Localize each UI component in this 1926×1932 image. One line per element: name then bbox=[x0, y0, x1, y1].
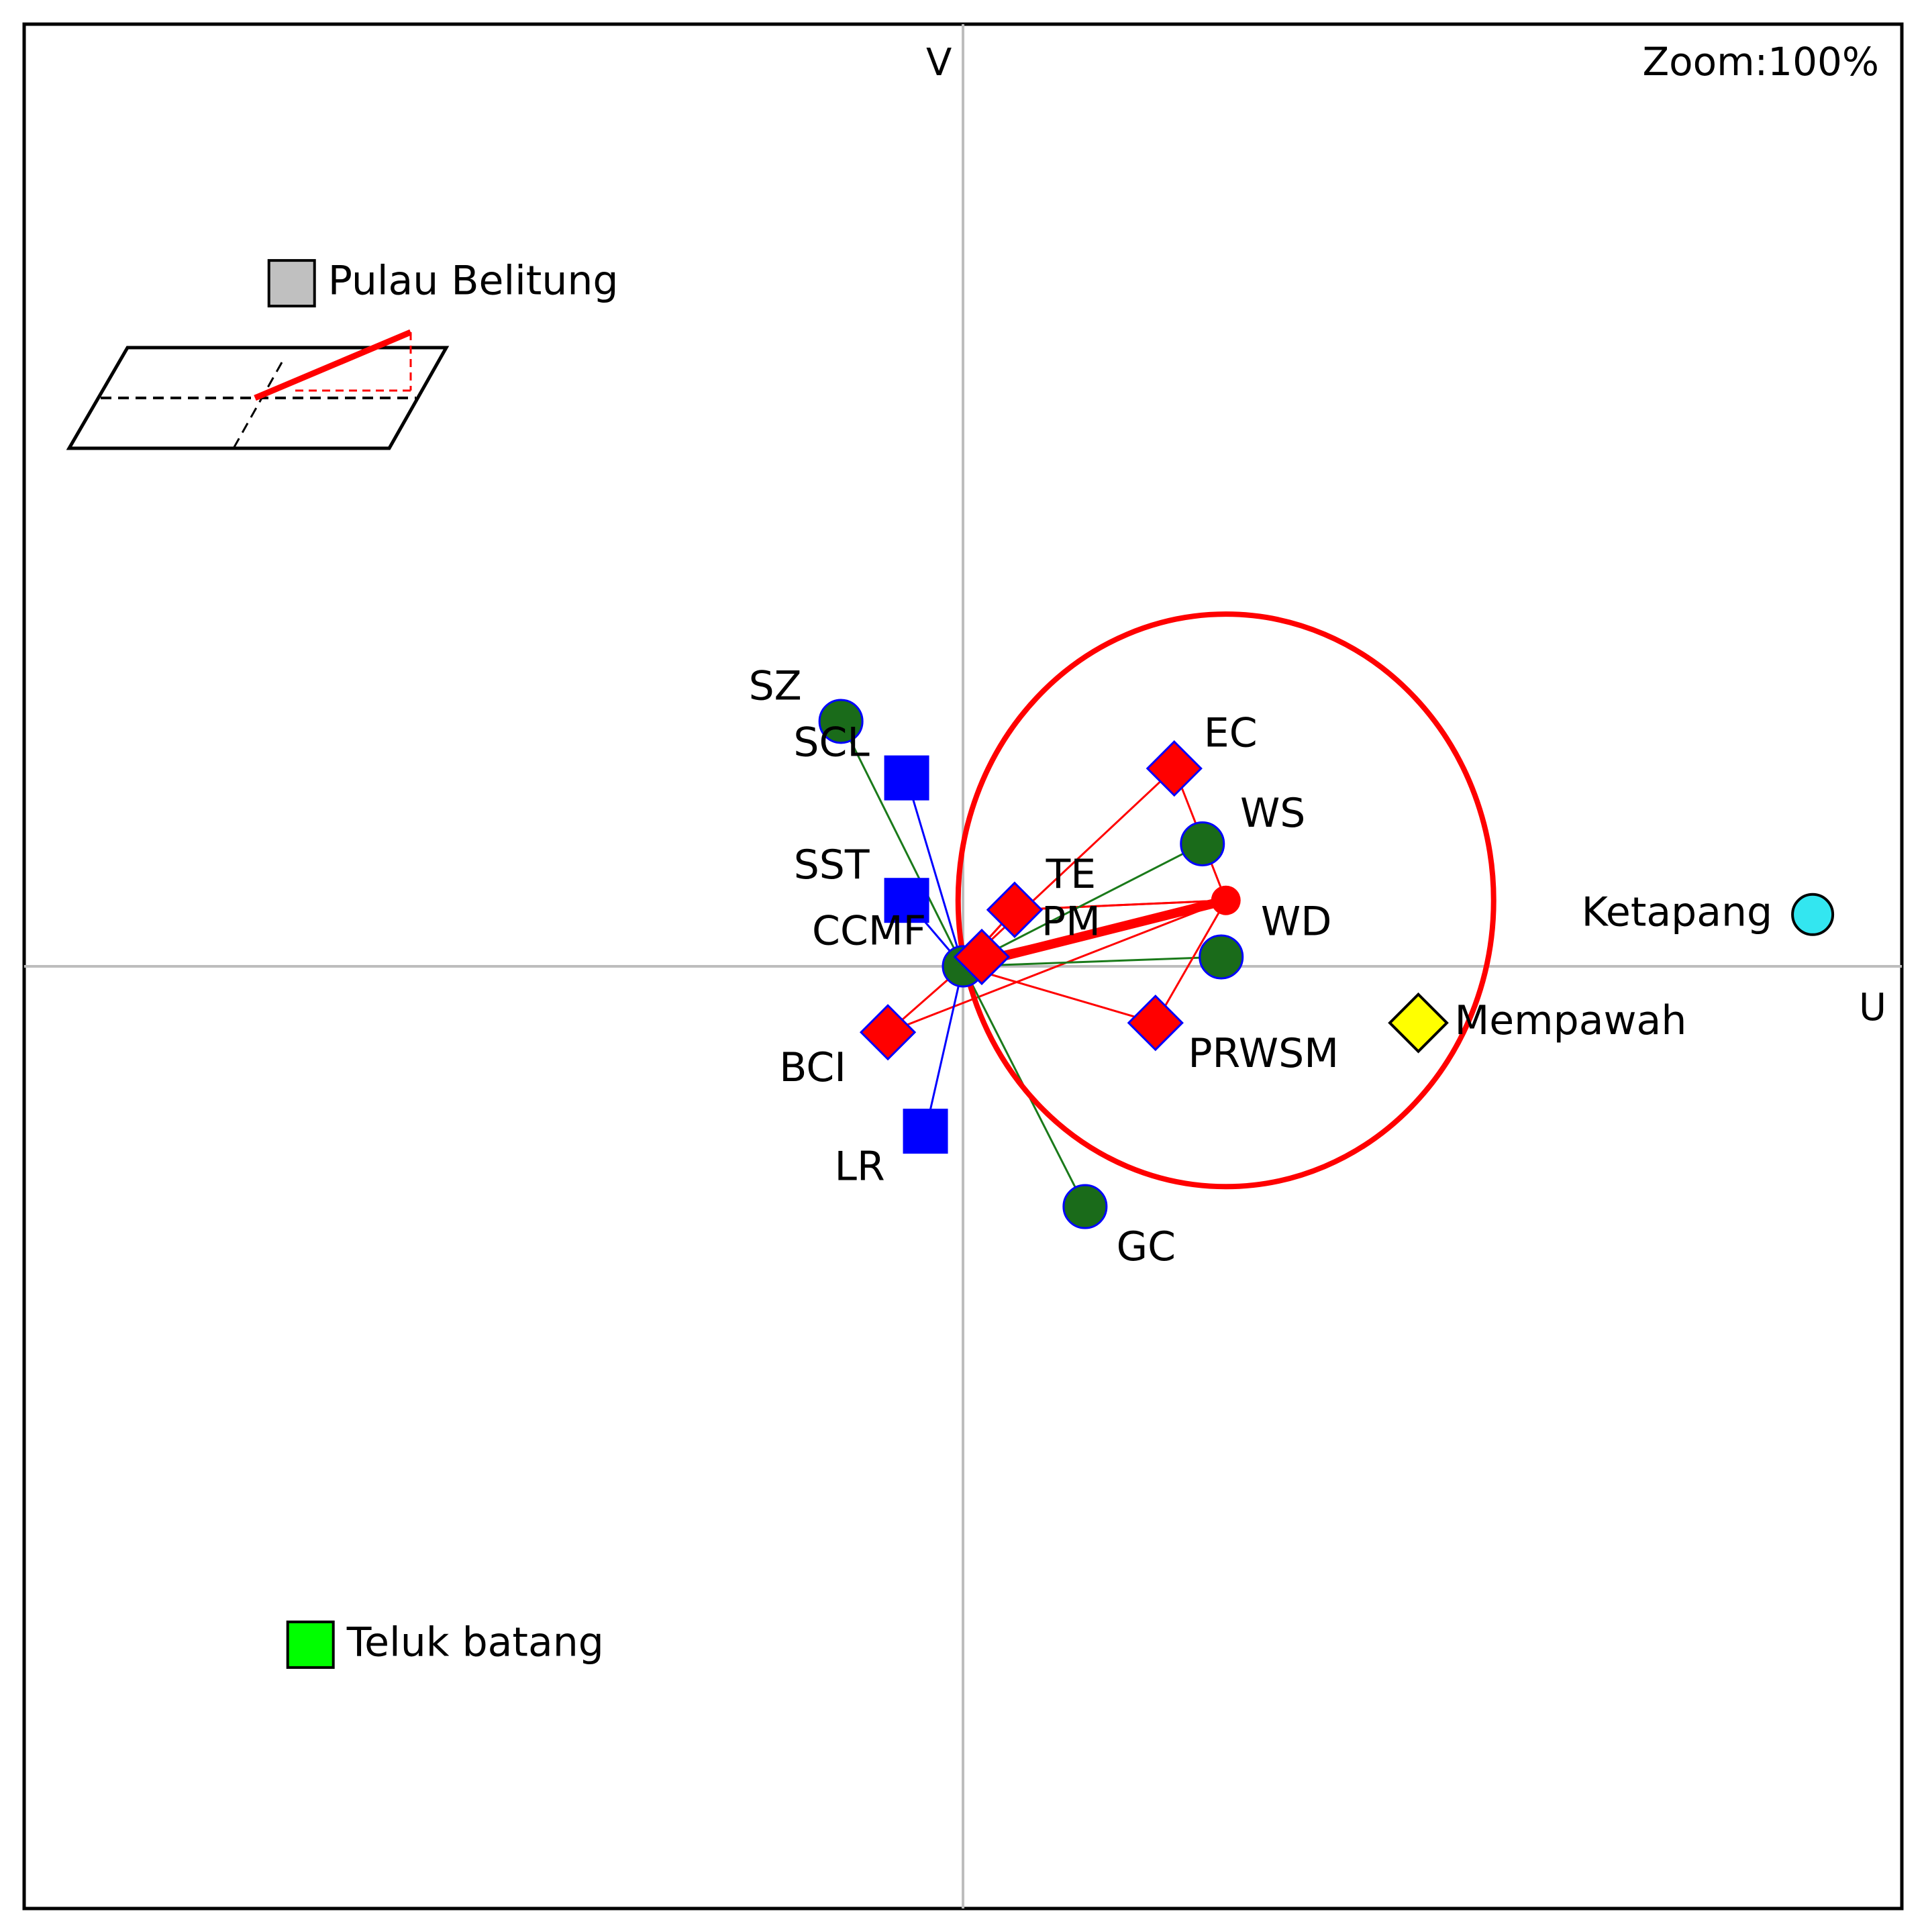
points-layer bbox=[818, 699, 1244, 1229]
label-prwsm: PRWSM bbox=[1188, 1030, 1339, 1077]
label-lr: LR bbox=[835, 1143, 885, 1190]
variable-ellipse bbox=[955, 611, 1497, 1190]
label-pm: PM bbox=[1042, 898, 1101, 945]
link-sz bbox=[840, 721, 964, 967]
axis-u-label: U bbox=[1859, 986, 1886, 1029]
point-scl[interactable] bbox=[884, 755, 929, 801]
view-orientation-widget[interactable] bbox=[66, 329, 450, 450]
point-sst[interactable] bbox=[884, 878, 929, 923]
axis-v-label: V bbox=[926, 41, 952, 85]
link-ws bbox=[962, 843, 1203, 968]
label-scl: SCL bbox=[793, 719, 870, 766]
point-ws[interactable] bbox=[1180, 821, 1225, 866]
group-label-teluk-batang: Teluk batang bbox=[346, 1619, 604, 1666]
point-lr[interactable] bbox=[903, 1109, 948, 1154]
group-label-ketapang: Ketapang bbox=[1582, 888, 1773, 935]
group-marker-teluk-batang[interactable] bbox=[286, 1620, 335, 1669]
label-ws: WS bbox=[1240, 790, 1305, 837]
point-ccmf[interactable] bbox=[953, 928, 1011, 986]
point-wd[interactable] bbox=[1199, 934, 1244, 980]
point-sz[interactable] bbox=[818, 699, 864, 744]
zoom-readout: Zoom:100% bbox=[1642, 39, 1879, 85]
label-ccmf: CCMF bbox=[812, 907, 926, 954]
point-prwsm[interactable] bbox=[1127, 995, 1184, 1052]
link-ec bbox=[962, 768, 1175, 968]
label-te: TE bbox=[1046, 851, 1097, 898]
ellipse-link-pm bbox=[1014, 899, 1226, 911]
link-lr bbox=[924, 966, 964, 1132]
ellipse-link-prwsm bbox=[1154, 899, 1227, 1023]
point-bci[interactable] bbox=[859, 1004, 917, 1061]
group-label-pulau-belitung: Pulau Belitung bbox=[328, 258, 619, 305]
link-prwsm bbox=[962, 965, 1156, 1024]
label-bci: BCI bbox=[779, 1044, 846, 1091]
point-pm[interactable] bbox=[986, 881, 1044, 938]
point-gc[interactable] bbox=[1062, 1184, 1108, 1229]
group-marker-pulau-belitung[interactable] bbox=[267, 259, 316, 308]
label-gc: GC bbox=[1117, 1223, 1176, 1270]
label-ec: EC bbox=[1204, 710, 1258, 757]
link-scl bbox=[905, 777, 964, 967]
link-wd bbox=[962, 956, 1221, 968]
label-sz: SZ bbox=[749, 662, 802, 709]
group-marker-mempawah[interactable] bbox=[1388, 992, 1449, 1054]
group-label-mempawah: Mempawah bbox=[1455, 997, 1687, 1044]
point-ec[interactable] bbox=[1146, 740, 1203, 797]
focus-point bbox=[1211, 885, 1241, 915]
group-marker-ketapang[interactable] bbox=[1791, 893, 1835, 936]
label-sst: SST bbox=[794, 842, 870, 888]
label-wd: WD bbox=[1261, 898, 1332, 945]
ellipse-link-bci bbox=[887, 899, 1227, 1033]
